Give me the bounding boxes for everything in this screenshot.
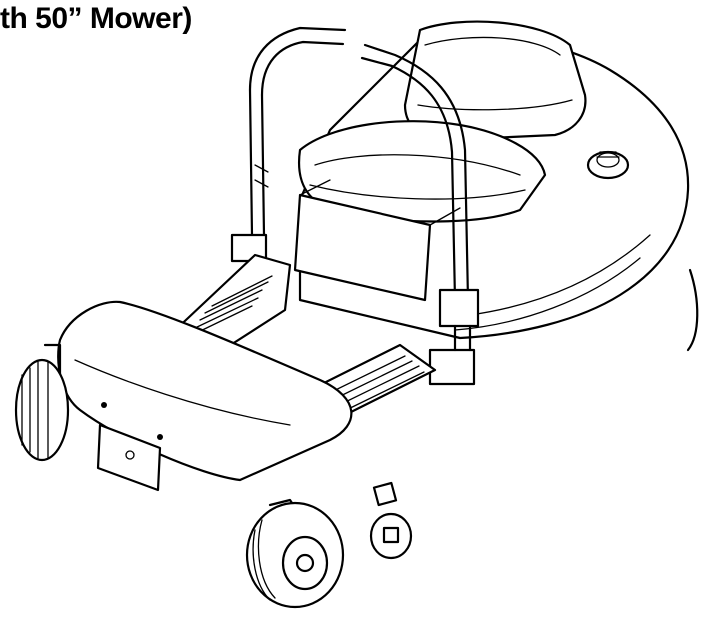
right-control-lever xyxy=(360,43,480,386)
page-caption: th 50” Mower) xyxy=(0,2,192,35)
front-hitch-plate xyxy=(96,423,162,492)
rear-caster-wheel xyxy=(245,498,345,609)
rear-drive-tire xyxy=(686,268,699,352)
wheel-hub-part xyxy=(369,481,413,560)
left-control-lever xyxy=(230,26,347,263)
fuel-cap-icon xyxy=(586,150,630,180)
left-caster-wheel xyxy=(14,343,70,462)
front-bumper xyxy=(57,300,353,482)
seat-base xyxy=(293,193,432,302)
